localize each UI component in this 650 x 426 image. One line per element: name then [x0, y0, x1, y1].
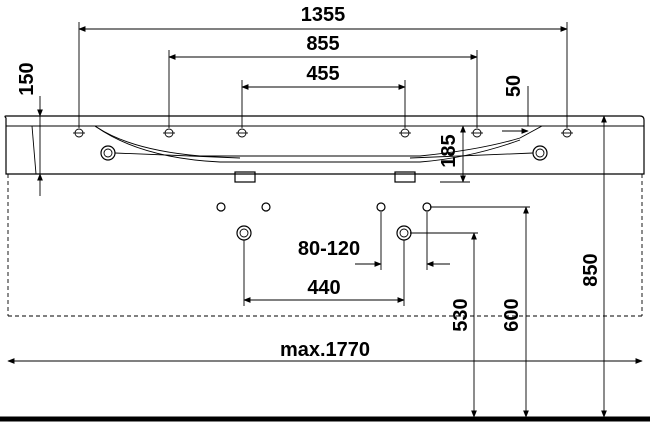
overflow-right — [409, 145, 548, 161]
drain-stubs — [234, 171, 416, 183]
vanity-outline — [7, 174, 643, 317]
dimension-lines — [7, 26, 643, 418]
dim-80-120: 80-120 — [298, 238, 360, 260]
tap-holes — [73, 128, 573, 138]
dim-855: 855 — [306, 33, 339, 55]
extension-lines — [78, 22, 610, 306]
dim-1355: 1355 — [301, 4, 346, 26]
dim-50: 50 — [503, 75, 525, 97]
dim-185: 185 — [438, 134, 460, 167]
basin-outline — [4, 115, 645, 175]
dim-600: 600 — [501, 298, 523, 331]
dim-850: 850 — [580, 253, 602, 286]
overflow-left — [100, 145, 241, 161]
supply-connections — [216, 202, 432, 241]
dim-150: 150 — [16, 62, 38, 95]
dim-440: 440 — [307, 277, 340, 299]
dim-530: 530 — [450, 298, 472, 331]
dim-455: 455 — [306, 63, 339, 85]
dim-max-1770: max.1770 — [280, 339, 370, 361]
